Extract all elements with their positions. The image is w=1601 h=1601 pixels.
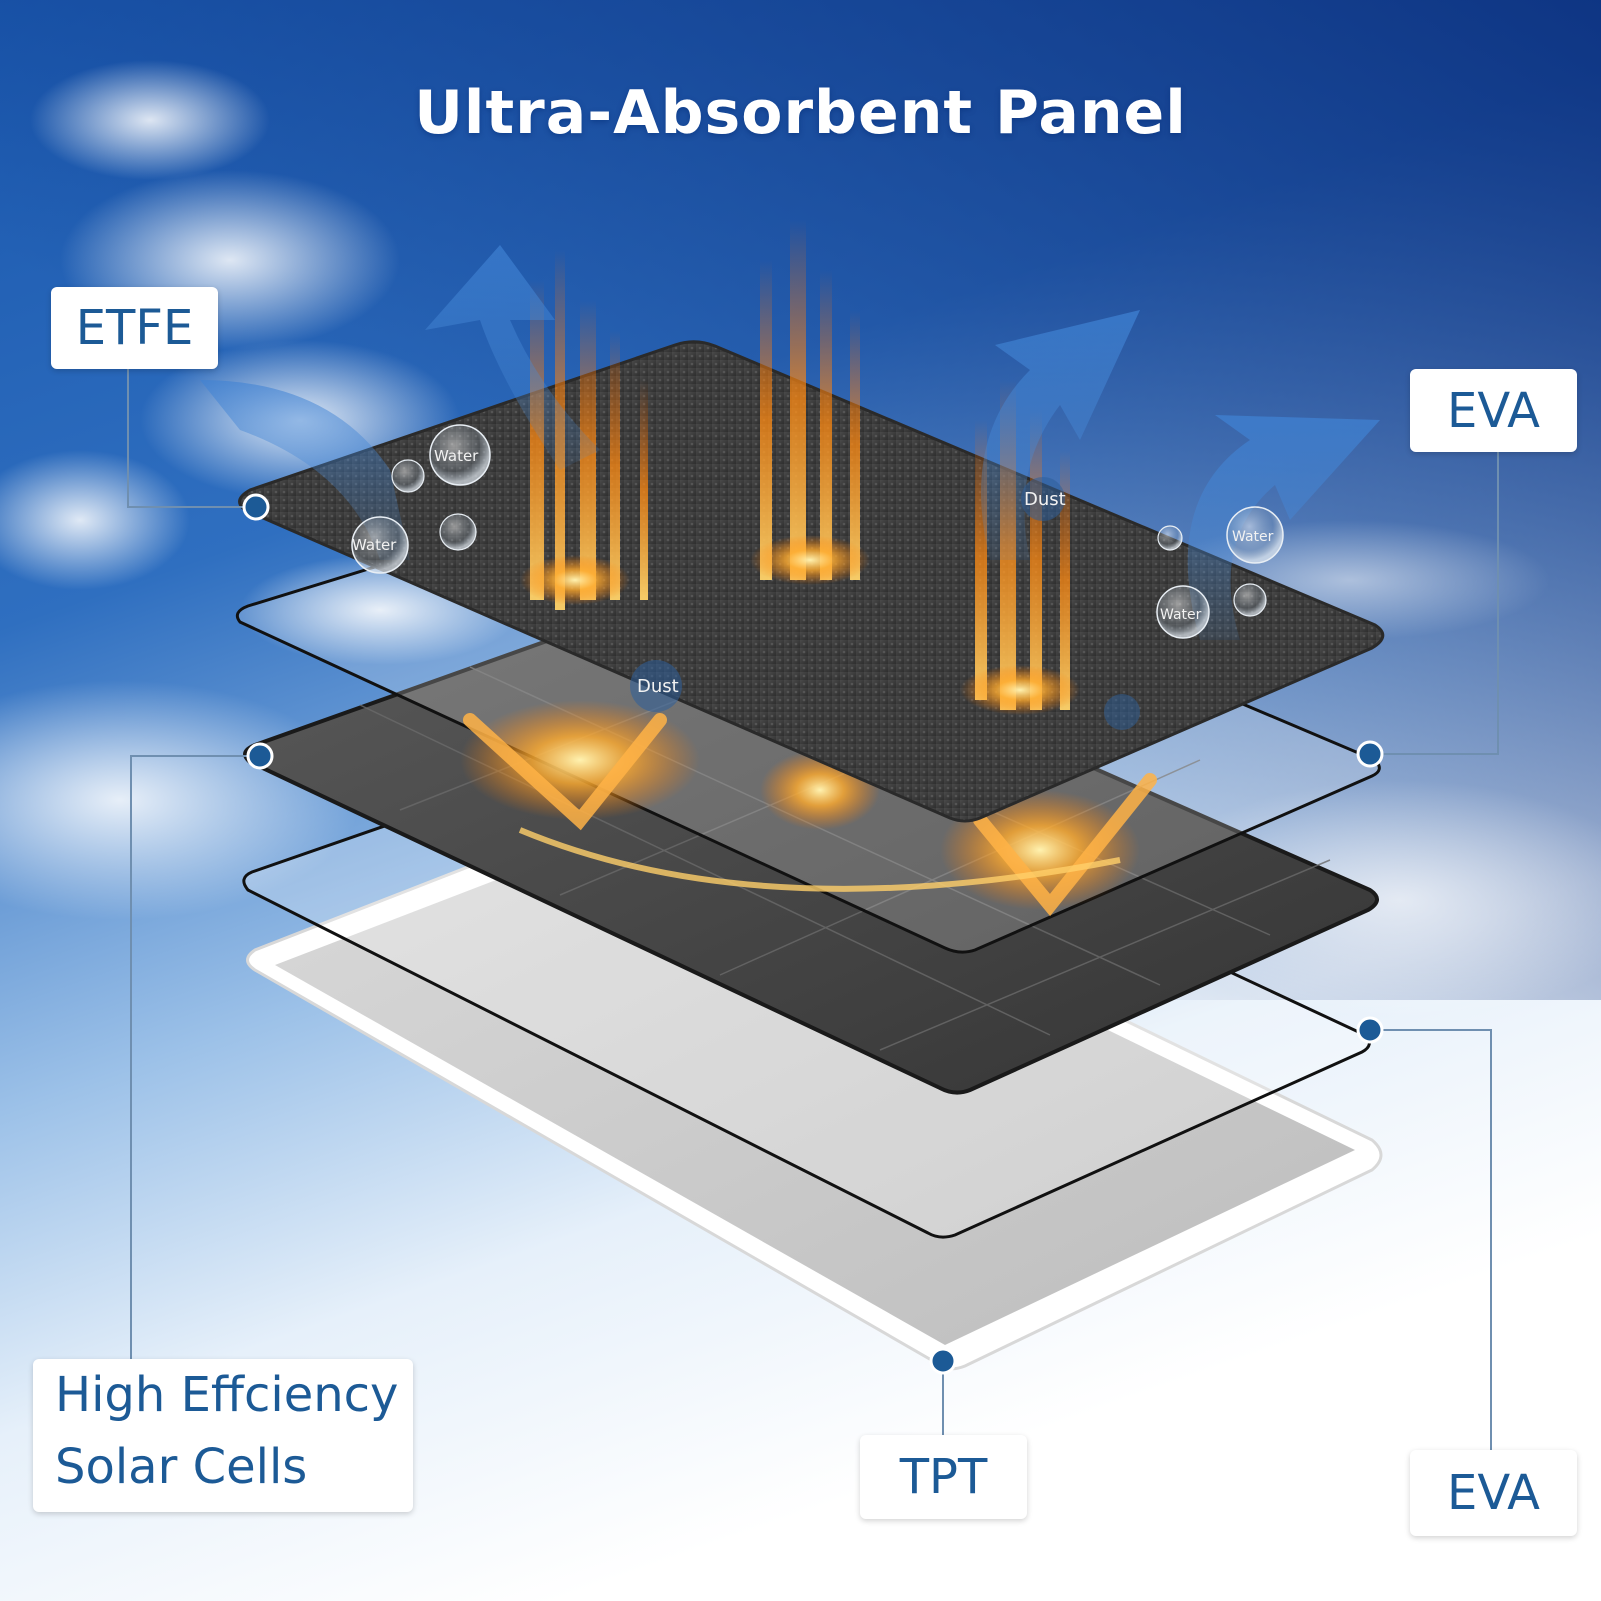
dust-tag: Dust xyxy=(1024,489,1066,510)
label-etfe-text: ETFE xyxy=(76,300,194,356)
callout-dot-cells xyxy=(248,744,272,768)
water-tag: Water xyxy=(1160,607,1202,623)
callout-dot-eva-top xyxy=(1358,742,1382,766)
label-eva-bottom: EVA xyxy=(1410,1450,1577,1536)
label-solar-cells: High Effciency Solar Cells xyxy=(33,1359,413,1512)
water-tag: Water xyxy=(352,536,397,554)
water-tag: Water xyxy=(434,447,479,465)
label-solar-cells-line2: Solar Cells xyxy=(55,1431,307,1503)
label-etfe: ETFE xyxy=(51,287,218,369)
label-eva-bottom-text: EVA xyxy=(1447,1465,1540,1521)
label-solar-cells-line1: High Effciency xyxy=(55,1359,398,1431)
label-eva-top: EVA xyxy=(1410,369,1577,452)
water-tag: Water xyxy=(1232,529,1274,545)
label-tpt: TPT xyxy=(860,1435,1027,1519)
label-tpt-text: TPT xyxy=(900,1449,988,1505)
dust-tag: Dust xyxy=(637,676,679,697)
callout-dot-tpt xyxy=(931,1349,955,1373)
callout-dot-eva-bottom xyxy=(1358,1018,1382,1042)
page-title: Ultra-Absorbent Panel xyxy=(0,78,1601,148)
label-eva-top-text: EVA xyxy=(1447,383,1540,439)
callout-dot-etfe xyxy=(244,495,268,519)
